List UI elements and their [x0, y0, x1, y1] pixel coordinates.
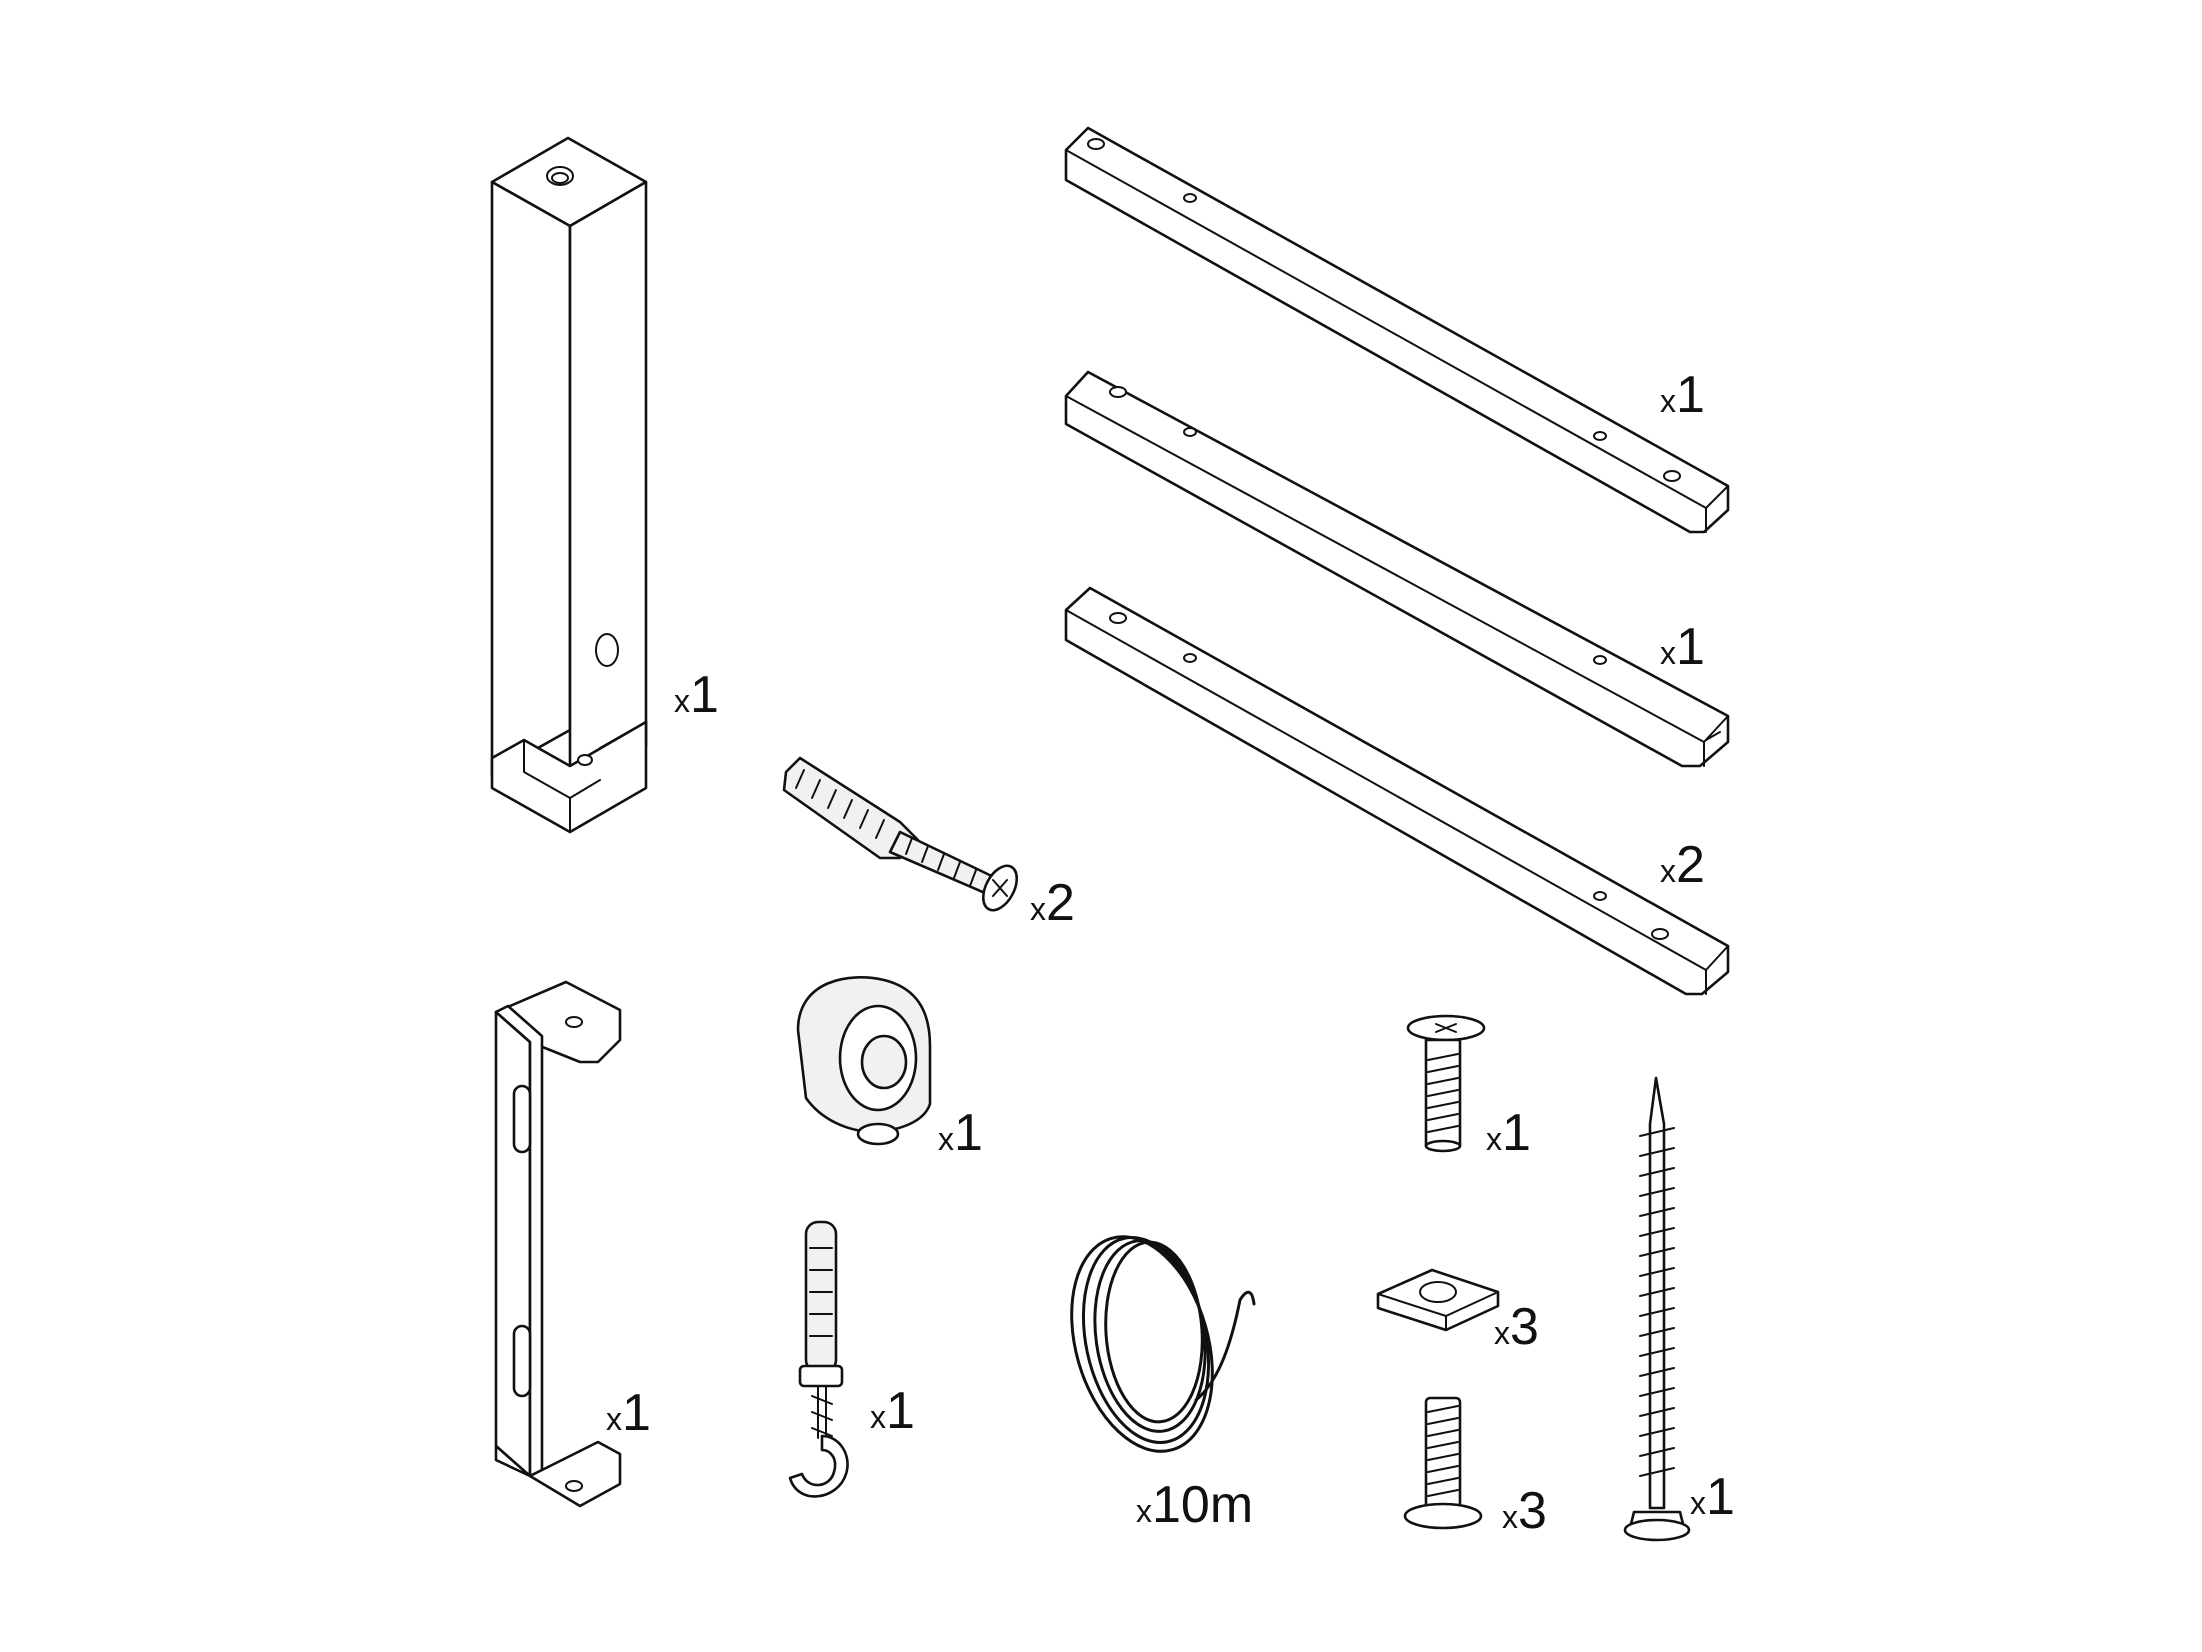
square-nut	[1376, 1268, 1500, 1332]
ring-cap	[796, 976, 932, 1146]
long-screw-quantity-label: x1	[1690, 1468, 1735, 1526]
mushroom-bolt-quantity-label: x1	[1486, 1104, 1531, 1162]
rail-middle	[1064, 370, 1730, 768]
square-post	[490, 136, 648, 834]
threaded-bolt-quantity-label: x3	[1502, 1482, 1547, 1540]
wire-quantity-label: x10m	[1136, 1476, 1253, 1534]
rail-top	[1064, 126, 1730, 534]
hook-anchor	[788, 1220, 849, 1498]
mushroom-bolt	[1406, 1014, 1486, 1153]
wall-bracket	[494, 980, 622, 1508]
wall-bracket-quantity-label: x1	[606, 1384, 651, 1442]
rail-bottom-quantity-label: x2	[1660, 836, 1705, 894]
long-screw	[1623, 1076, 1691, 1542]
square-nut-quantity-label: x3	[1494, 1298, 1539, 1356]
post-quantity-label: x1	[674, 666, 719, 724]
rail-top-quantity-label: x1	[1660, 366, 1705, 424]
rail-middle-quantity-label: x1	[1660, 618, 1705, 676]
wire-coil	[1070, 1235, 1256, 1453]
rail-bottom	[1064, 586, 1730, 996]
hook-anchor-quantity-label: x1	[870, 1382, 915, 1440]
wall-anchor-screw	[782, 756, 1019, 912]
ring-cap-quantity-label: x1	[938, 1104, 983, 1162]
threaded-bolt	[1403, 1396, 1483, 1530]
wall-anchor-screw-quantity-label: x2	[1030, 874, 1075, 932]
